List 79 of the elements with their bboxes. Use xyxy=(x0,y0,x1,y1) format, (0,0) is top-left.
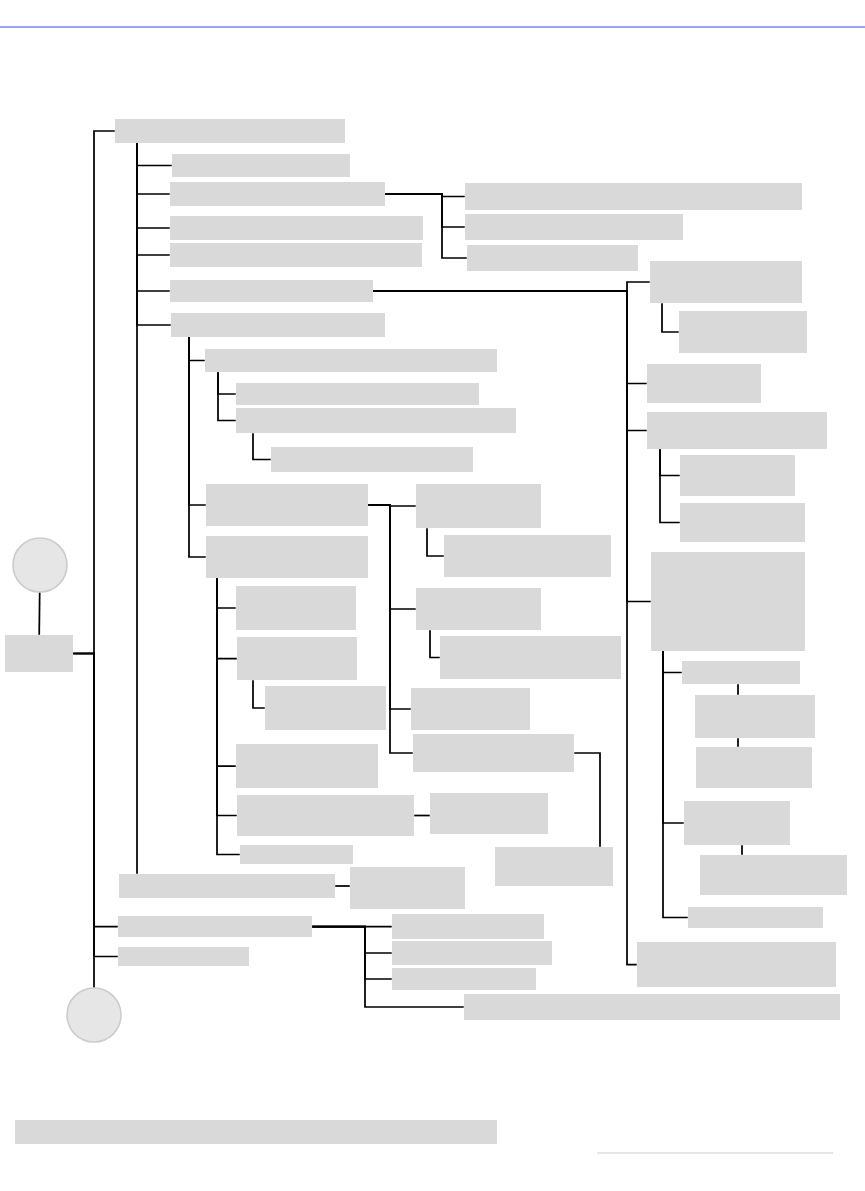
blank-box xyxy=(430,793,548,834)
blank-box xyxy=(465,183,802,210)
blank-box xyxy=(350,867,465,909)
connector-line xyxy=(372,290,638,966)
blank-box xyxy=(170,280,373,302)
connector-line xyxy=(737,683,739,696)
blank-box xyxy=(495,847,613,886)
blank-box xyxy=(679,311,807,353)
blank-box xyxy=(240,845,353,864)
connector-line xyxy=(737,737,739,748)
blank-box xyxy=(392,968,536,990)
blank-box xyxy=(118,947,249,966)
blank-box xyxy=(680,455,795,496)
blank-box xyxy=(237,795,414,836)
blank-box xyxy=(170,243,422,267)
blank-box xyxy=(237,637,357,680)
connector-line xyxy=(311,925,465,1008)
connector-line xyxy=(367,504,414,754)
blank-box xyxy=(172,154,350,177)
blank-box xyxy=(688,907,823,928)
blank-box xyxy=(465,214,683,240)
connector-line xyxy=(429,629,441,659)
blank-box xyxy=(413,734,574,772)
blank-box xyxy=(695,695,815,738)
blank-box xyxy=(171,313,385,337)
blank-box xyxy=(680,503,805,542)
connector-line xyxy=(659,448,681,524)
blank-box xyxy=(647,412,827,449)
blank-box xyxy=(467,245,638,271)
blank-box xyxy=(236,383,479,405)
blank-box xyxy=(416,588,541,630)
blank-box xyxy=(637,942,836,987)
blank-box xyxy=(700,855,847,895)
blank-box xyxy=(236,586,356,630)
blank-circle xyxy=(66,987,122,1043)
blank-box xyxy=(15,1120,497,1144)
connector-line xyxy=(38,591,41,636)
connector-line xyxy=(573,752,601,848)
blank-box xyxy=(170,182,385,206)
blank-box xyxy=(416,484,541,528)
blank-box xyxy=(651,552,805,651)
blank-box xyxy=(392,941,552,965)
blank-box xyxy=(206,484,368,526)
blank-box xyxy=(118,916,312,937)
connector-line xyxy=(413,814,431,817)
blank-box xyxy=(206,536,368,578)
connector-line xyxy=(72,652,95,989)
blank-box xyxy=(444,535,611,577)
blank-box xyxy=(682,661,800,684)
blank-box xyxy=(115,119,345,143)
blank-box xyxy=(650,261,802,303)
blank-box xyxy=(684,801,790,845)
blank-box xyxy=(119,874,335,898)
blank-box xyxy=(5,635,73,672)
blank-box xyxy=(440,636,621,679)
blank-box xyxy=(265,686,386,730)
connector-line xyxy=(661,302,680,333)
connector-line xyxy=(216,577,241,856)
blank-box xyxy=(392,914,544,939)
connector-line xyxy=(217,371,237,422)
blank-circle xyxy=(12,537,68,593)
connector-line xyxy=(334,885,351,887)
blank-box xyxy=(411,688,530,730)
blank-box xyxy=(696,747,812,788)
connector-line xyxy=(136,142,138,875)
connector-line xyxy=(741,844,743,856)
blank-box xyxy=(464,994,840,1020)
connector-line xyxy=(252,679,266,709)
blank-box xyxy=(271,447,473,472)
connector-line xyxy=(252,432,272,461)
connector-line xyxy=(662,650,689,919)
blank-box xyxy=(170,216,423,240)
blank-box xyxy=(236,744,378,788)
connector-line xyxy=(188,336,207,558)
blank-box xyxy=(205,349,497,372)
connector-line xyxy=(426,527,445,557)
connector-line xyxy=(384,193,468,259)
blank-box xyxy=(647,364,761,403)
blank-box xyxy=(236,408,516,433)
